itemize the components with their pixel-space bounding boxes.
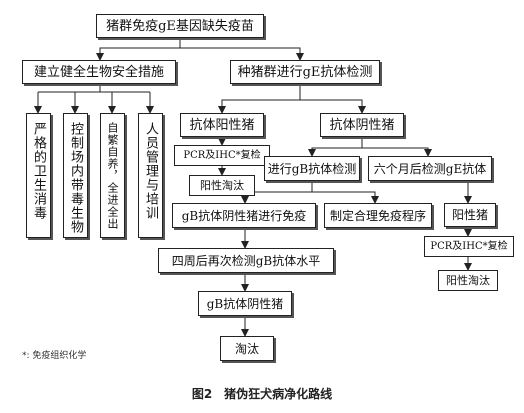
figure-caption: 图2 猪伪狂犬病净化路线 (191, 387, 333, 401)
node-gE-positive: 抗体阳性猪 (180, 113, 264, 137)
node-cull: 淘汰 (220, 336, 274, 361)
node-biosecurity: 建立健全生物安全措施 (22, 60, 176, 84)
node-pcr-ihc-right: PCR及IHC*复检 (424, 236, 514, 257)
edge-negative-gb (308, 137, 363, 157)
edge-gb-vaccinate (241, 181, 313, 204)
node-strict-disinfection: 严格的卫生消毒 (26, 113, 51, 238)
node-recheck-4weeks: 四周后再次检测gB抗体水平 (158, 248, 334, 273)
node-staff-training-label: 人员管理与培训 (143, 122, 158, 220)
node-gB-negative-pig: gB抗体阴性猪 (198, 291, 292, 316)
node-gE-detection: 种猪群进行gE抗体检测 (230, 60, 380, 84)
node-control-vectors-label: 控制场内带毒生物 (68, 122, 83, 234)
node-immunization-program: 制定合理免疫程序 (324, 203, 432, 228)
edge-gb-program (312, 191, 379, 204)
node-self-breeding: 自繁自养，全进全出 (100, 113, 125, 238)
node-positive-pig: 阳性猪 (444, 203, 496, 227)
node-control-vectors: 控制场内带毒生物 (63, 113, 88, 238)
footnote: *: 免疫组织化学 (22, 351, 87, 361)
node-cull-positive-right: 阳性淘汰 (438, 270, 498, 291)
node-cull-positive-left: 阳性淘汰 (189, 175, 255, 196)
edge-root-biosecurity (96, 38, 181, 61)
edge-detection-positive (218, 84, 301, 114)
node-root: 猪群免疫gE基因缺失疫苗 (96, 14, 264, 38)
node-gB-negative-vaccinate: gB抗体阴性猪进行免疫 (172, 203, 316, 228)
node-gE-negative: 抗体阴性猪 (320, 113, 404, 137)
node-staff-training: 人员管理与培训 (138, 113, 163, 238)
edge-root-detection (180, 47, 304, 61)
edge-detection-negative (300, 99, 366, 114)
node-six-month-gE: 六个月后检测gE抗体 (368, 156, 492, 181)
node-pcr-ihc-left: PCR及IHC*复检 (174, 145, 270, 166)
node-self-breeding-label: 自繁自养，全进全出 (106, 122, 119, 230)
node-strict-disinfection-label: 严格的卫生消毒 (31, 122, 46, 220)
edge-negative-sixmonth (362, 147, 432, 157)
node-gB-detection: 进行gB抗体检测 (264, 156, 360, 181)
